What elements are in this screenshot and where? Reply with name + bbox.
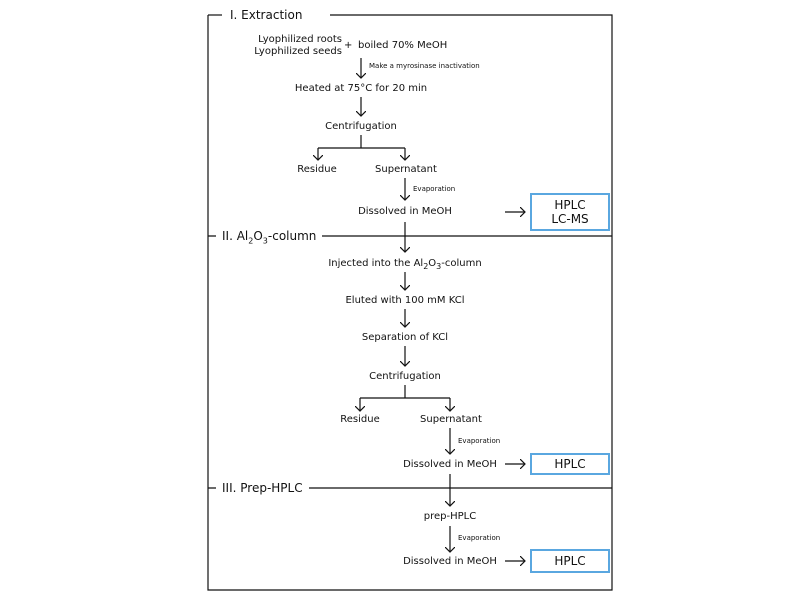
- evaporation-note-2: Evaporation: [458, 437, 501, 445]
- sample-roots: Lyophilized roots: [258, 34, 342, 45]
- prep-hplc-step: prep-HPLC: [423, 511, 477, 522]
- solvent-label: boiled 70% MeOH: [358, 40, 448, 51]
- heat-step: Heated at 75°C for 20 min: [294, 83, 428, 94]
- section-title-column: II. Al2O3-column: [216, 229, 323, 246]
- result-hplc-2: HPLC: [554, 457, 586, 471]
- centrifugation-step-2: Centrifugation: [369, 371, 441, 382]
- dissolved-step: Dissolved in MeOH: [358, 206, 452, 217]
- result-box-hplc-3: HPLC: [530, 549, 610, 573]
- inject-text: -column: [441, 258, 482, 269]
- residue-label: Residue: [297, 164, 337, 175]
- section-column-sub: 2: [248, 236, 254, 246]
- centrifugation-step: Centrifugation: [325, 121, 397, 132]
- inject-sub: 2: [423, 262, 429, 271]
- section-title-extraction: I. Extraction: [224, 8, 309, 22]
- result-box-hplc-2: HPLC: [530, 453, 610, 475]
- inject-sub: 3: [436, 262, 442, 271]
- result-hplc: HPLC: [554, 198, 586, 212]
- section-column-text: -column: [267, 229, 317, 243]
- section-column-sub: 3: [262, 236, 268, 246]
- evaporation-note-3: Evaporation: [458, 534, 501, 542]
- elute-step: Eluted with 100 mM KCl: [345, 295, 465, 306]
- inject-text: O: [428, 258, 437, 269]
- supernatant-label: Supernatant: [375, 164, 437, 175]
- separation-step: Separation of KCl: [361, 332, 449, 343]
- dissolved-step-2: Dissolved in MeOH: [403, 459, 497, 470]
- sample-seeds: Lyophilized seeds: [254, 46, 342, 57]
- residue-label-2: Residue: [340, 414, 380, 425]
- plus-sign: +: [344, 40, 353, 51]
- dissolved-step-3: Dissolved in MeOH: [403, 556, 497, 567]
- supernatant-label-2: Supernatant: [420, 414, 482, 425]
- frame-outline: [207, 14, 613, 591]
- result-box-hplc-lcms: HPLC LC-MS: [530, 193, 610, 231]
- myrosinase-note: Make a myrosinase inactivation: [369, 62, 480, 70]
- section-column-text: II. Al: [222, 229, 249, 243]
- evaporation-note: Evaporation: [413, 185, 456, 193]
- section-title-prep: III. Prep-HPLC: [216, 481, 309, 495]
- inject-step: Injected into the Al2O3-column: [328, 258, 482, 271]
- result-lcms: LC-MS: [551, 212, 589, 226]
- result-hplc-3: HPLC: [554, 554, 586, 568]
- inject-text: Injected into the Al: [328, 258, 424, 269]
- section-column-text: O: [253, 229, 263, 243]
